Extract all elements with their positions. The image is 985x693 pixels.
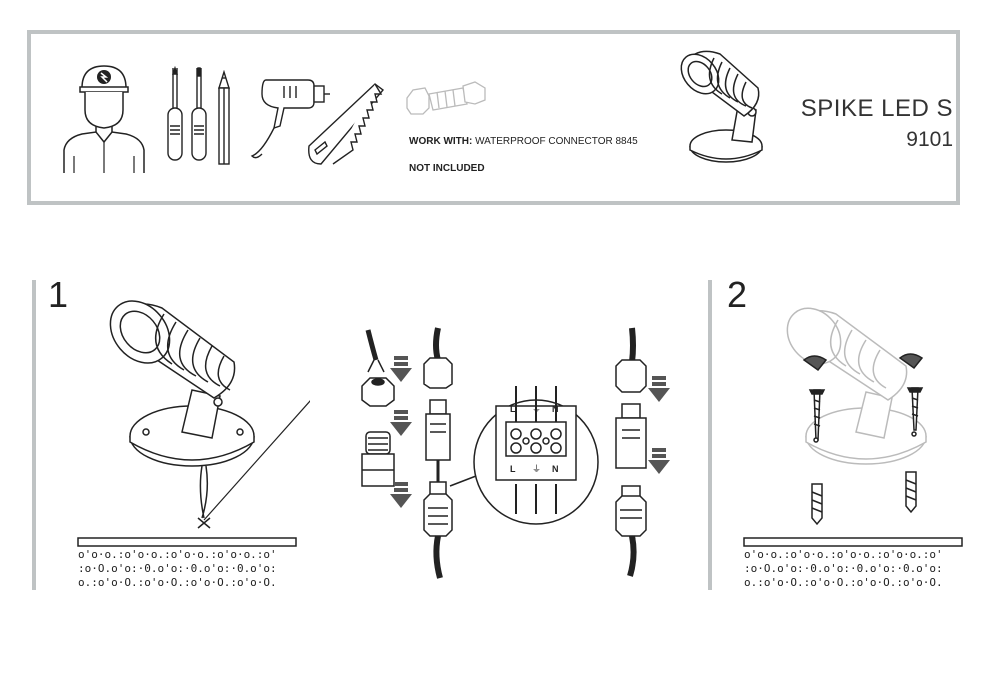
step-1-lamp-illustration: o'o·o.:o'o·o.:o'o·o.:o'o·o.:o' :o·O.o'o:… xyxy=(77,300,310,589)
step-2-number: 2 xyxy=(727,274,748,315)
terminal-label-l-bottom: L xyxy=(510,464,516,474)
not-included-label: NOT INCLUDED xyxy=(409,163,485,174)
svg-text:o'o·o.:o'o·o.:o'o·o.:o'o·o.:o': o'o·o.:o'o·o.:o'o·o.:o'o·o.:o' xyxy=(744,548,943,561)
compatibility-note: WORK WITH: WATERPROOF CONNECTOR 8845 xyxy=(409,136,638,147)
product-thumbnail xyxy=(680,50,763,163)
terminal-label-earth: ⏚ xyxy=(532,404,541,415)
product-code: 9101 xyxy=(906,128,953,151)
terminal-label-n-bottom: N xyxy=(552,464,559,474)
drill-icon xyxy=(250,79,330,159)
waterproof-connector-icon xyxy=(406,81,486,115)
step-1-number: 1 xyxy=(48,274,69,315)
step-2-mounting-illustration: o'o·o.:o'o·o.:o'o·o.:o'o·o.:o' :o·O.o'o:… xyxy=(743,307,963,589)
pencil-icon xyxy=(218,70,230,165)
work-with-label: WORK WITH: xyxy=(409,136,473,147)
svg-text::o·O.o'o:·0.o'o:·0.o'o:·0.o'o:: :o·O.o'o:·0.o'o:·0.o'o:·0.o'o: xyxy=(78,562,277,575)
terminal-label-l: L xyxy=(510,404,516,414)
connector-assembly-illustration: L ⏚ N L ⏚ N xyxy=(361,327,670,579)
saw-icon xyxy=(308,83,385,165)
terminal-label-n: N xyxy=(552,404,559,414)
svg-text::o·O.o'o:·0.o'o:·0.o'o:·0.o'o:: :o·O.o'o:·0.o'o:·0.o'o:·0.o'o: xyxy=(744,562,943,575)
step-2-divider xyxy=(708,280,712,590)
screwdriver-icon xyxy=(167,66,207,161)
product-name: SPIKE LED S xyxy=(800,95,953,122)
svg-text:o.:o'o·O.:o'o·O.:o'o·O.:o'o·O.: o.:o'o·O.:o'o·O.:o'o·O.:o'o·O. xyxy=(744,576,943,589)
svg-text:o.:o'o·O.:o'o·O.:o'o·O.:o'o·O.: o.:o'o·O.:o'o·O.:o'o·O.:o'o·O. xyxy=(78,576,277,589)
step-1-divider xyxy=(32,280,36,590)
electrician-icon xyxy=(63,65,145,173)
work-with-value: WATERPROOF CONNECTOR 8845 xyxy=(472,136,638,147)
terminal-label-earth-bottom: ⏚ xyxy=(532,464,541,475)
svg-text:o'o·o.:o'o·o.:o'o·o.:o'o·o.:o': o'o·o.:o'o·o.:o'o·o.:o'o·o.:o' xyxy=(78,548,277,561)
